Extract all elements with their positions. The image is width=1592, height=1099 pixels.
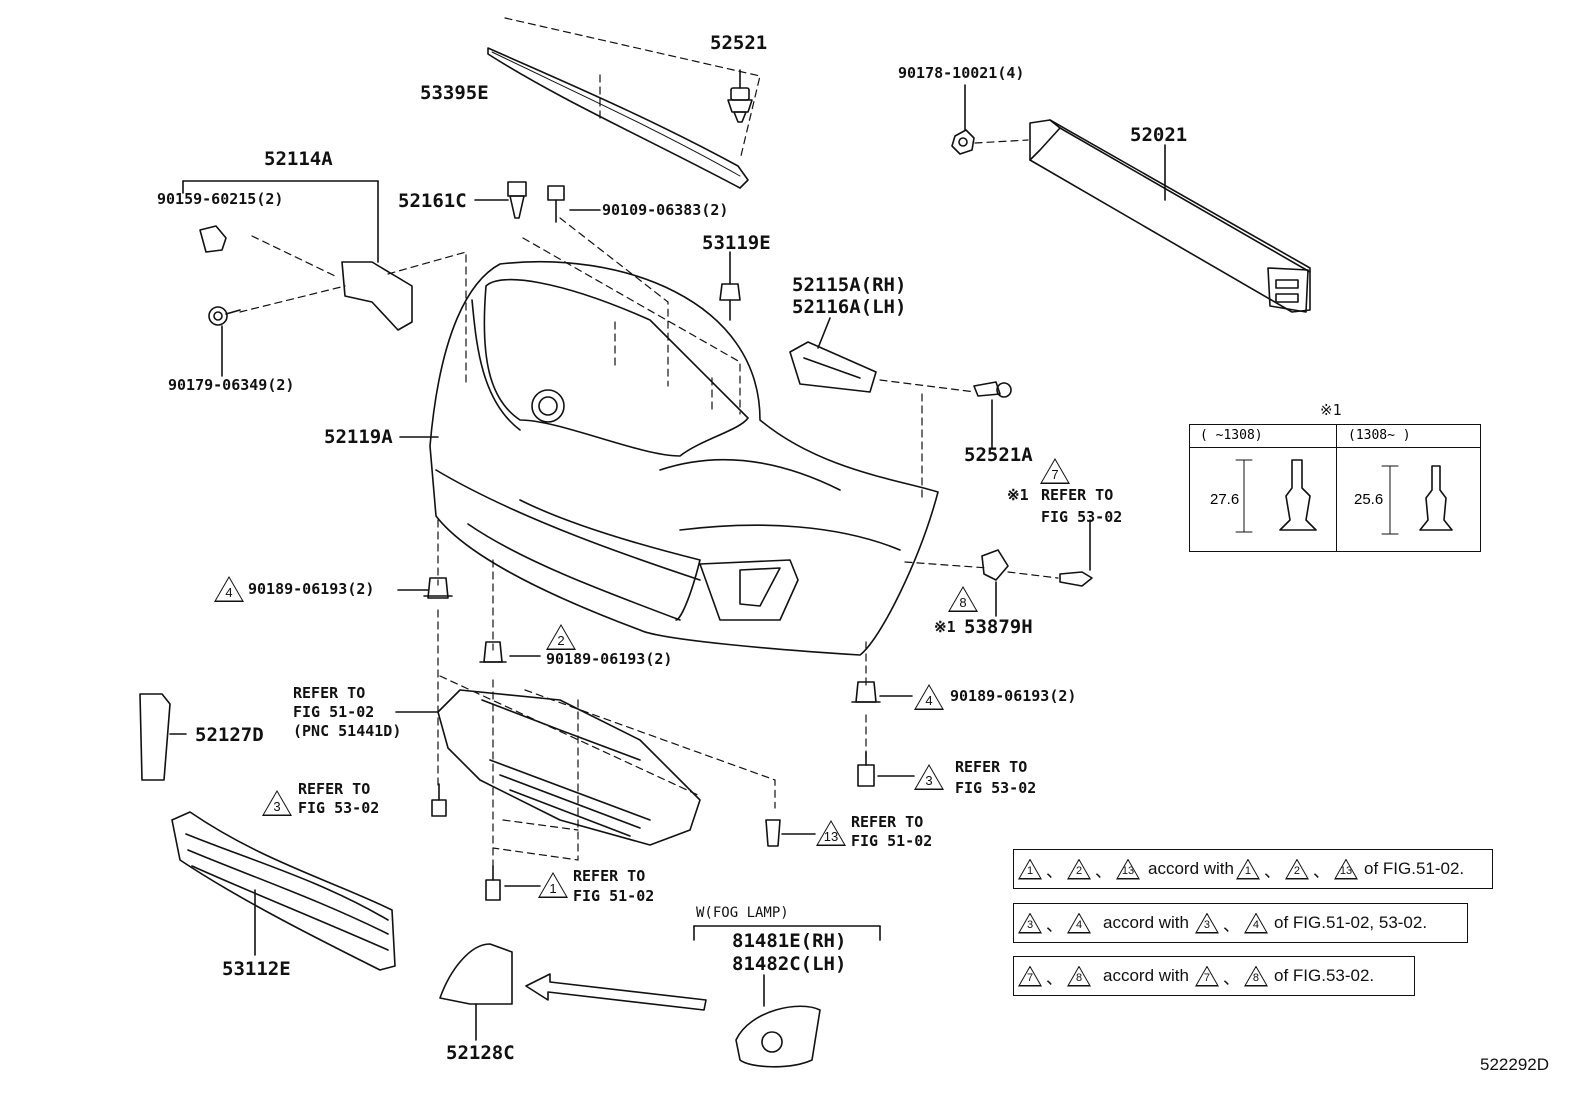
note2-callout-4: 4 (1067, 912, 1091, 934)
note1-callout-13b: 13 (1333, 858, 1358, 880)
part-label-52521A: 52521A (964, 444, 1033, 466)
table-title: ※1 (1320, 401, 1342, 419)
note-mark-1: ※1 (1007, 486, 1029, 504)
fig-ref-label-1: FIG 51-02 (573, 887, 655, 905)
part-label-52161C: 52161C (398, 190, 467, 212)
part-label-53112E: 53112E (222, 958, 291, 980)
refer-to-label-1: REFER TO (573, 867, 646, 885)
lower-grille-shape (171, 811, 396, 971)
part-label-52128C: 52128C (446, 1042, 515, 1064)
refer-to-label-3a: REFER TO (298, 780, 371, 798)
pnc-label: (PNC 51441D) (293, 722, 402, 740)
table-col2-header: (1308~ ) (1348, 428, 1411, 443)
seal-strip-shape (487, 47, 749, 189)
part-label-53395E: 53395E (420, 82, 489, 104)
part-label-90189-b: 90189-06193(2) (546, 650, 673, 668)
note2-callout-4b: 4 (1243, 912, 1268, 934)
refer-to-label-3b: REFER TO (955, 758, 1028, 776)
part-label-90178: 90178-10021(4) (898, 64, 1025, 82)
note1-callout-13: 13 (1116, 858, 1140, 880)
fog-lamp-shape (735, 1005, 821, 1068)
part-label-52021: 52021 (1130, 124, 1188, 146)
table-dim1: 27.6 (1210, 491, 1240, 508)
part-label-81481E: 81481E(RH) (732, 930, 847, 952)
part-label-90189-a: 90189-06193(2) (248, 580, 375, 598)
clip-52521-shape (727, 69, 753, 123)
part-label-52114A: 52114A (264, 148, 333, 170)
fog-lamp-label: W(FOG LAMP) (696, 905, 789, 921)
diagram-code: 522292D (1480, 1055, 1550, 1074)
fig-ref-label-3a: FIG 53-02 (298, 799, 380, 817)
note2-callout-3b: 3 (1194, 912, 1219, 934)
part-label-52119A: 52119A (324, 426, 393, 448)
molding-shape (139, 693, 171, 781)
refer-to-label-underc: REFER TO (293, 684, 366, 702)
part-label-81482C: 81482C(LH) (732, 953, 847, 975)
part-label-90109: 90109-06383(2) (602, 201, 729, 219)
part-label-53119E: 53119E (702, 232, 771, 254)
table-col1-header: ( ~1308) (1200, 428, 1263, 443)
refer-to-label-13: REFER TO (851, 813, 924, 831)
retainer-shape (789, 341, 877, 393)
fig-ref-label: FIG 53-02 (1041, 508, 1123, 526)
part-label-52127D: 52127D (195, 724, 264, 746)
clip-size-table: ( ~1308) (1308~ ) 27.6 25.6 (1189, 424, 1481, 552)
note1-callout-1: 1 (1018, 858, 1042, 880)
accord-note-2: 3 、 4 accord with 3 、 4 of FIG.51-02, 53… (1013, 903, 1468, 943)
reinforcement-shape (1029, 119, 1311, 313)
part-label-90179: 90179-06349(2) (168, 376, 295, 394)
part-label-52116A: 52116A(LH) (792, 296, 907, 318)
fig-ref-label-underc: FIG 51-02 (293, 703, 375, 721)
note3-callout-8: 8 (1067, 965, 1091, 987)
note3-callout-8b: 8 (1243, 965, 1268, 987)
fig-ref-label-13: FIG 51-02 (851, 832, 933, 850)
part-label-52115A: 52115A(RH) (792, 274, 907, 296)
accord-note-3: 7 、 8 accord with 7 、 8 of FIG.53-02. (1013, 956, 1415, 996)
fig-ref-label-3b: FIG 53-02 (955, 779, 1037, 797)
under-cover-shape (395, 689, 701, 846)
part-label-52521: 52521 (710, 32, 768, 54)
note3-callout-7: 7 (1018, 965, 1042, 987)
note-mark-1b: ※1 (934, 618, 956, 636)
refer-to-label: REFER TO (1041, 486, 1114, 504)
note1-callout-2b: 2 (1284, 858, 1309, 880)
note2-callout-3: 3 (1018, 912, 1042, 934)
accord-note-1: 1 、 2 、 13 accord with 1 、 2 、 13 of FIG… (1013, 849, 1493, 889)
note1-callout-2: 2 (1067, 858, 1091, 880)
note1-callout-1b: 1 (1235, 858, 1260, 880)
part-label-53879H: 53879H (964, 616, 1033, 638)
part-label-90189-c: 90189-06193(2) (950, 687, 1077, 705)
part-label-90159: 90159-60215(2) (157, 190, 284, 208)
bracket-shape (341, 261, 413, 331)
note3-callout-7b: 7 (1194, 965, 1219, 987)
table-dim2: 25.6 (1354, 491, 1384, 508)
bumper-cover-shape (399, 260, 939, 656)
fog-cover-shape (439, 943, 513, 1005)
